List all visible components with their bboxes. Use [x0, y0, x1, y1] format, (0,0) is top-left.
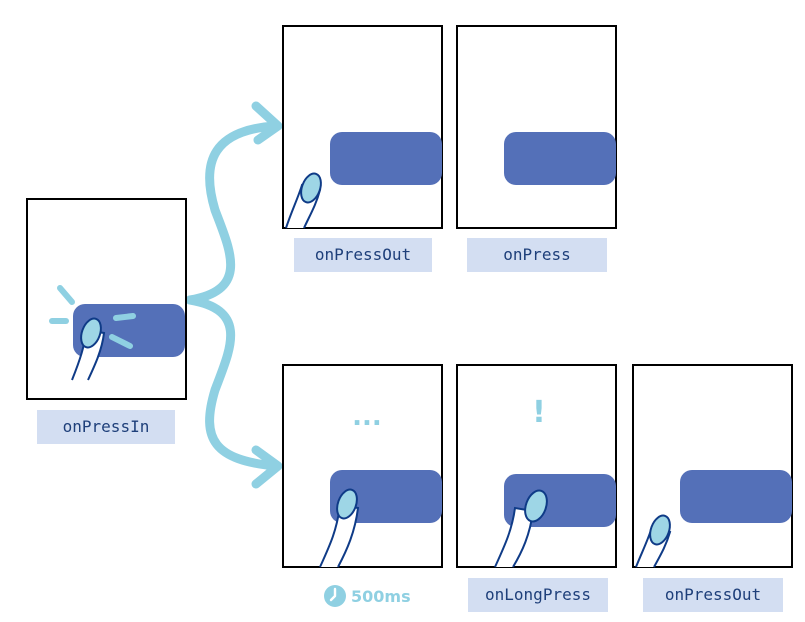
finger-icon: [635, 514, 672, 568]
finger-icon: [285, 172, 322, 229]
label-on-press: onPress: [467, 238, 607, 272]
timer-label: 500ms: [351, 586, 411, 606]
touchable-button: [330, 132, 442, 185]
touchable-button: [680, 470, 792, 523]
arrow-lower-path: [185, 295, 280, 471]
phone-frame: [456, 25, 617, 229]
arrow-upper-head: [251, 101, 283, 145]
panel-press-out-top: [282, 25, 443, 229]
panel-press-out-bottom: [632, 364, 793, 568]
touchable-button: [504, 132, 616, 185]
arrow-upper-path: [185, 121, 280, 305]
timer-indicator: 500ms: [323, 584, 411, 608]
panel-waiting: ...: [282, 364, 443, 568]
label-on-press-out-bottom: onPressOut: [643, 578, 783, 612]
phone-frame: [26, 198, 187, 400]
panel-long-press: !: [456, 364, 617, 568]
panel-press: [456, 25, 617, 229]
panel-press-in: [26, 198, 187, 400]
arrow-lower-head: [251, 445, 283, 489]
branch-arrows: [185, 101, 283, 489]
finger-icon: [319, 488, 360, 568]
phone-frame: [282, 364, 443, 568]
label-on-press-out-top: onPressOut: [294, 238, 432, 272]
press-burst-lines: [49, 285, 136, 349]
waiting-dots: ...: [352, 402, 382, 432]
label-on-long-press: onLongPress: [468, 578, 608, 612]
clock-icon: [324, 585, 346, 607]
phone-frame: [456, 364, 617, 568]
finger-icon: [494, 489, 548, 568]
label-on-press-in: onPressIn: [37, 410, 175, 444]
alert-exclamation: !: [532, 395, 546, 430]
finger-icon: [71, 317, 106, 381]
